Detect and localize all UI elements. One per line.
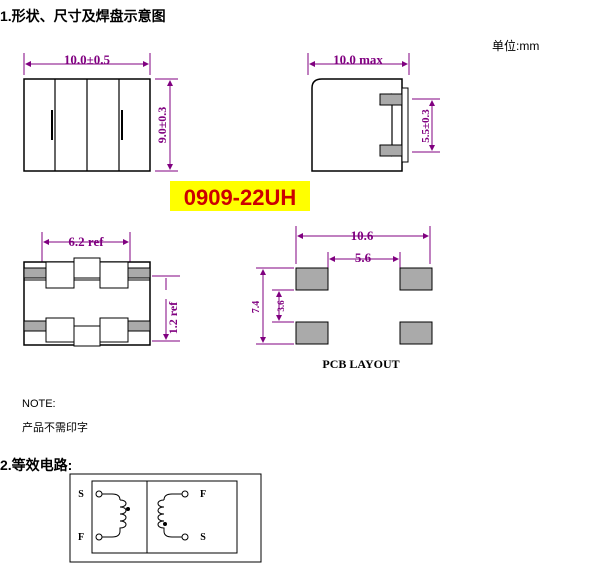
circuit-s-left: S xyxy=(78,489,84,500)
bottom-view: 6.2 ref 1.2 ref xyxy=(23,232,180,347)
part-number: 0909-22UH xyxy=(184,185,297,210)
top-height-dim: 9.0±0.3 xyxy=(155,107,169,144)
side-view: 10.0 max 5.5±0.3 xyxy=(307,52,440,172)
top-width-dim: 10.0±0.5 xyxy=(64,52,111,67)
section2-title: 2.等效电路: xyxy=(0,457,73,473)
note-text: 产品不需印字 xyxy=(22,422,88,434)
side-width-dim: 10.0 max xyxy=(333,52,383,67)
section1-title: 1.形状、尺寸及焊盘示意图 xyxy=(0,8,166,24)
bottom-pad-dim: 6.2 ref xyxy=(68,234,104,249)
part-number-highlight xyxy=(170,181,310,211)
top-view: 10.0±0.5 9.0±0.3 xyxy=(23,52,178,172)
pcb-outer-height: 7.4 xyxy=(251,301,262,314)
pcb-outer-width: 10.6 xyxy=(351,228,374,243)
pcb-inner-height: 3.6 xyxy=(276,300,286,312)
circuit-f-right: F xyxy=(200,489,206,500)
unit-label: 单位:mm xyxy=(492,39,540,53)
pcb-inner-width: 5.6 xyxy=(355,250,372,265)
circuit-s-right: S xyxy=(200,532,206,543)
circuit-f-left: F xyxy=(78,532,84,543)
pcb-layout: 10.6 5.6 7.4 3.6 PCB LAYOUT xyxy=(251,226,433,371)
side-height-dim: 5.5±0.3 xyxy=(420,109,432,143)
pcb-layout-label: PCB LAYOUT xyxy=(322,357,399,371)
equivalent-circuit: S F F S xyxy=(69,473,262,563)
note-title: NOTE: xyxy=(22,398,56,410)
bottom-height-dim: 1.2 ref xyxy=(166,301,180,334)
